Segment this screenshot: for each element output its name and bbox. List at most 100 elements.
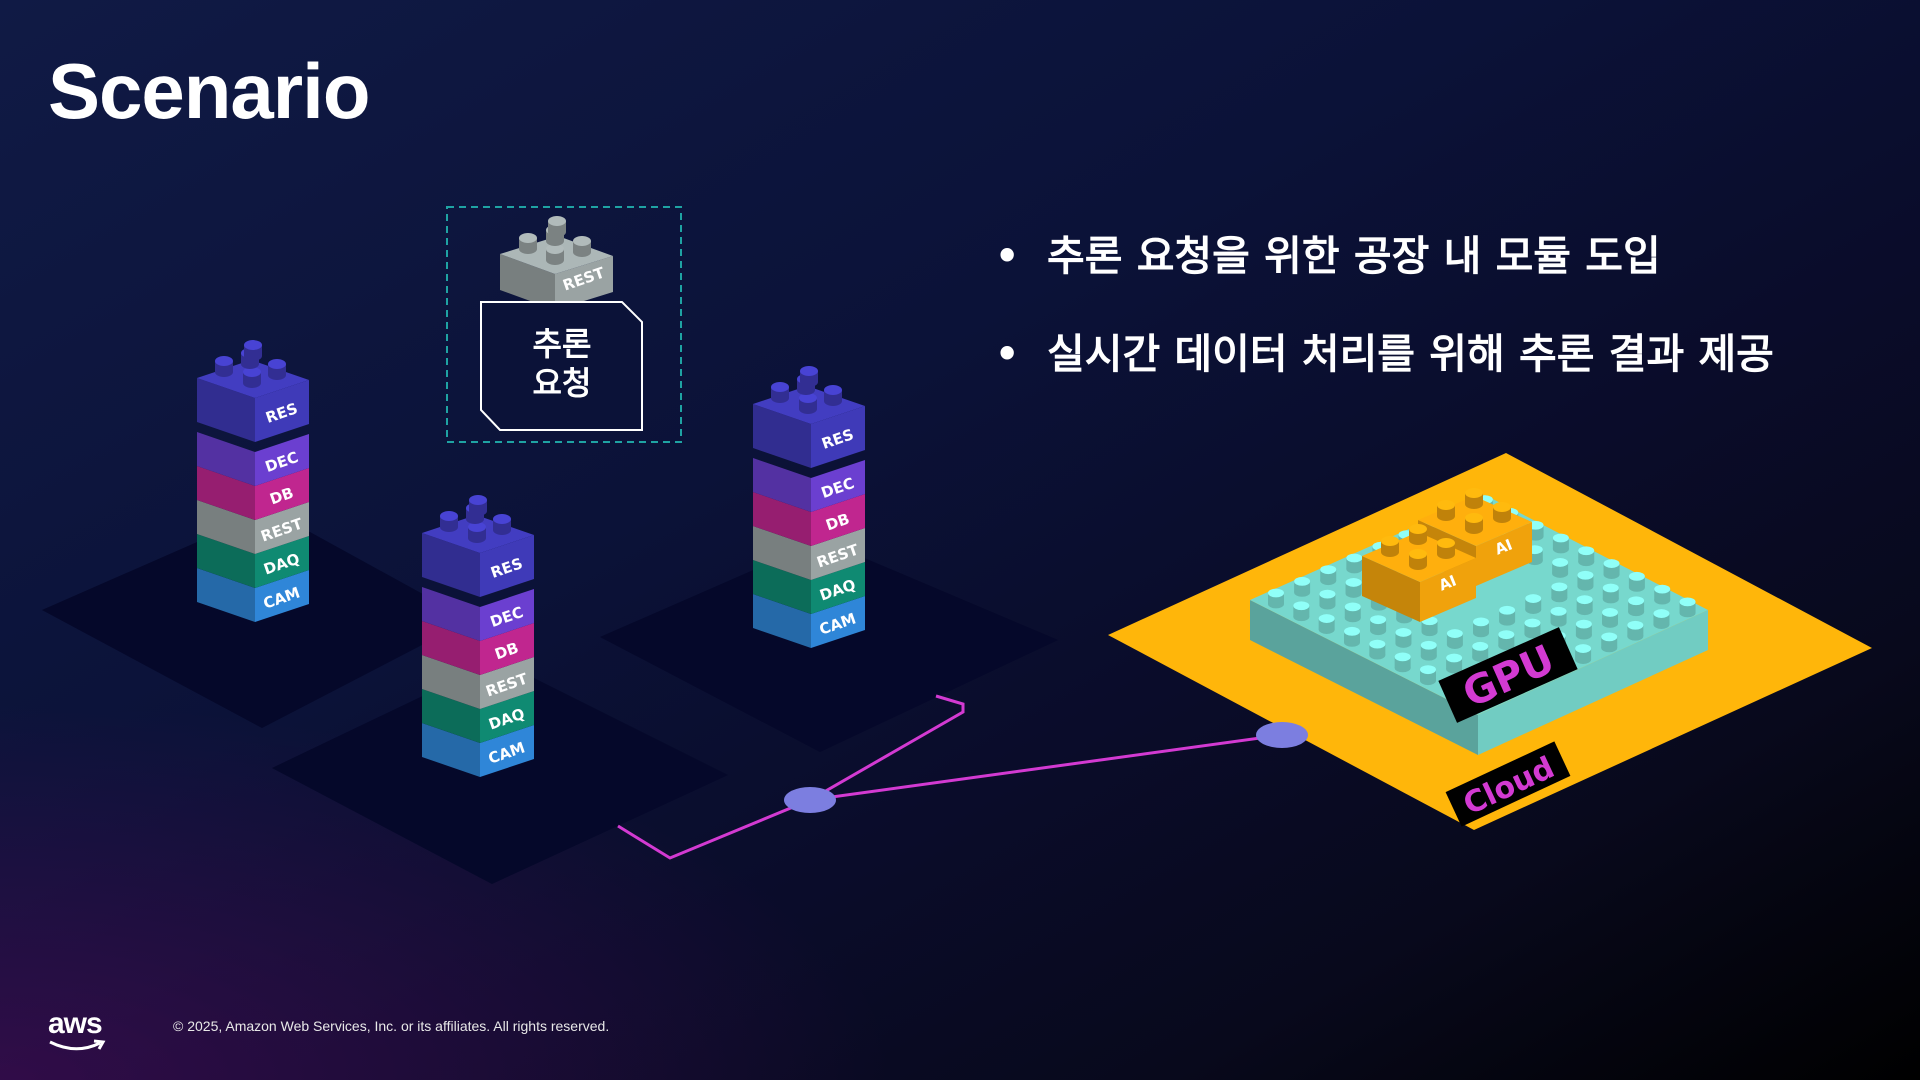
ai-block: AI — [1362, 524, 1476, 622]
stud — [215, 356, 233, 366]
stud — [1381, 536, 1399, 546]
stud — [1627, 631, 1644, 641]
block-left-face — [197, 500, 255, 554]
block-right-face — [255, 536, 309, 588]
bullet-text: 추론 요청을 위한 공장 내 모듈 도입 — [1047, 232, 1661, 280]
stud — [1679, 601, 1696, 613]
stud — [1577, 575, 1594, 587]
stud — [493, 525, 511, 535]
stud — [1465, 488, 1483, 498]
stud — [1395, 628, 1412, 637]
stud — [244, 340, 262, 350]
stud — [519, 238, 537, 249]
stud — [1628, 596, 1645, 606]
stud — [1551, 593, 1568, 603]
block-right-face — [255, 434, 309, 486]
link-line — [617, 694, 965, 860]
stud — [1602, 608, 1618, 617]
block-right-face — [480, 535, 534, 597]
stud — [1293, 605, 1310, 617]
stud — [1409, 535, 1427, 545]
block-left-face — [197, 378, 255, 442]
stud — [1473, 617, 1489, 627]
stud — [1345, 589, 1362, 598]
stud — [440, 522, 458, 532]
stud — [1395, 632, 1412, 644]
bullet-text: 실시간 데이터 처리를 위해 추론 결과 제공 — [1047, 330, 1774, 378]
bullet-list: •추론 요청을 위한 공장 내 모듈 도입 •실시간 데이터 처리를 위해 추론… — [985, 232, 1774, 428]
stud — [268, 359, 286, 369]
stud — [1446, 658, 1463, 669]
stud — [1499, 610, 1516, 622]
stud — [546, 244, 564, 254]
stud — [493, 519, 511, 530]
stud — [1465, 524, 1483, 534]
request-caption-line2: 요청 — [533, 364, 592, 402]
stud — [1381, 547, 1399, 557]
stud — [1268, 588, 1284, 598]
stud — [1493, 513, 1511, 523]
floor-plate-3 — [600, 540, 1058, 752]
rest-request-block: REST — [500, 216, 613, 310]
stud — [1524, 618, 1541, 628]
stud — [268, 364, 286, 375]
stud — [1524, 629, 1541, 639]
stud — [1268, 599, 1284, 609]
stud — [1318, 614, 1335, 623]
stud — [573, 236, 591, 246]
block-left-face — [422, 587, 480, 641]
block-left-face — [753, 526, 811, 580]
stud — [1344, 637, 1360, 647]
stud — [1294, 581, 1311, 593]
stud — [215, 367, 233, 377]
stud — [1409, 524, 1427, 534]
stud — [1578, 550, 1595, 562]
stud — [1525, 605, 1542, 614]
block-right-face — [480, 589, 534, 641]
stud — [468, 522, 486, 532]
stud — [1409, 554, 1427, 565]
stud — [1577, 581, 1594, 591]
block-left-face — [422, 655, 480, 709]
stud — [1493, 502, 1511, 512]
stud — [1603, 559, 1620, 568]
block-left-face — [753, 594, 811, 648]
stud — [1550, 611, 1567, 623]
block-left-face — [753, 404, 811, 468]
stud — [1552, 558, 1569, 567]
stud — [1465, 499, 1483, 509]
stud — [1653, 609, 1670, 618]
stud — [1654, 584, 1671, 594]
stud — [1437, 500, 1455, 510]
block-left-face — [422, 723, 480, 777]
stud — [1602, 588, 1619, 599]
stud — [1446, 640, 1463, 649]
stud — [1576, 595, 1593, 605]
stud — [1346, 564, 1363, 574]
block-right-face — [480, 657, 534, 709]
stud — [1320, 569, 1337, 581]
stud — [1318, 625, 1335, 634]
stud — [1344, 606, 1361, 618]
block-right-face — [811, 460, 865, 512]
stud — [440, 511, 458, 521]
stud — [771, 393, 789, 403]
request-caption-line1: 추론 — [533, 325, 592, 363]
stud — [1420, 676, 1436, 686]
gpu-slab-right — [1478, 610, 1708, 755]
stud — [1525, 598, 1542, 610]
stud — [1421, 627, 1438, 637]
block-left-face — [753, 560, 811, 614]
block-right-face — [811, 494, 865, 546]
block-right-face — [480, 623, 534, 675]
block-right-face — [255, 468, 309, 520]
stud — [1369, 650, 1386, 660]
stud — [799, 393, 817, 403]
block-label: AI — [1436, 572, 1459, 595]
stud — [1601, 636, 1618, 648]
stud — [546, 236, 564, 246]
request-callout-box — [480, 301, 643, 431]
block-right-face — [480, 691, 534, 743]
